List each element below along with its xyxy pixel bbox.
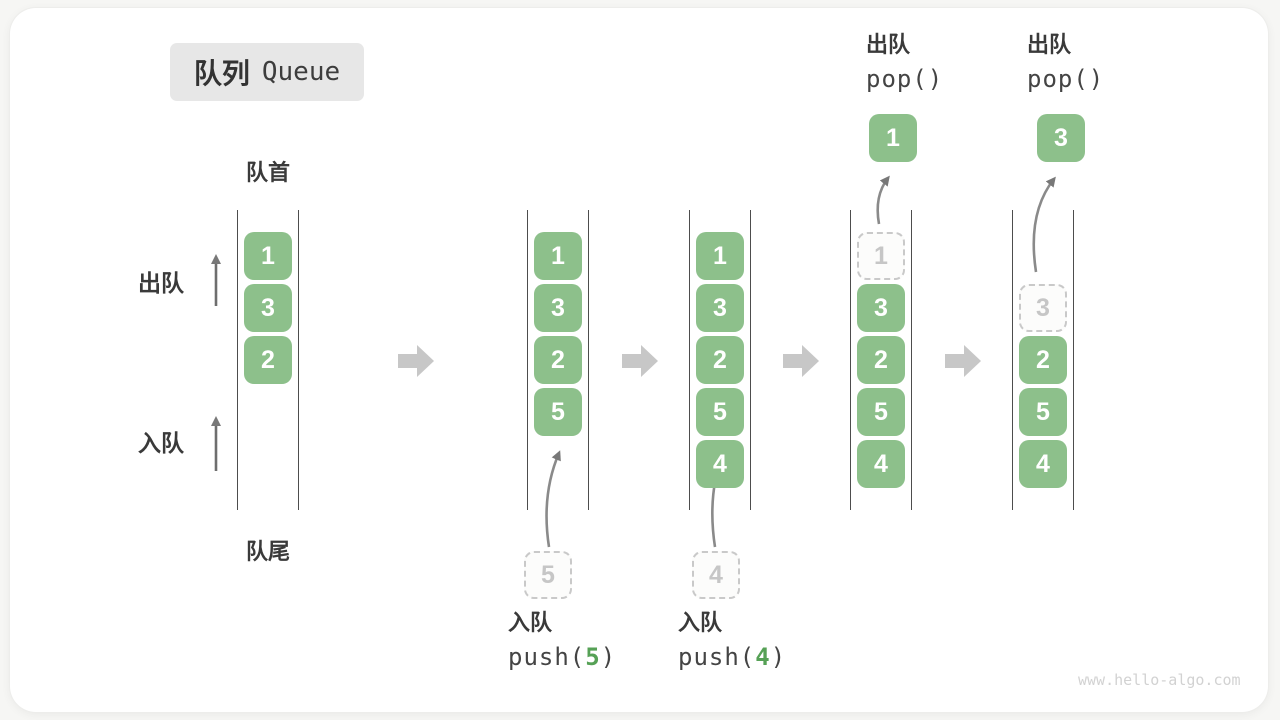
annotation-pop-3-code: pop() <box>1027 65 1105 93</box>
queue-item: 4 <box>1019 440 1067 488</box>
annotation-push-5-code: push(5) <box>508 643 617 671</box>
queue-item: 4 <box>696 440 744 488</box>
queue-item: 1 <box>244 232 292 280</box>
pending-item-4: 4 <box>692 551 740 599</box>
annotation-push-4-code: push(4) <box>678 643 787 671</box>
annotation-push-5-label: 入队 <box>508 610 553 635</box>
queue-item: 2 <box>1019 336 1067 384</box>
pending-item-5: 5 <box>524 551 572 599</box>
annotation-pop-1-code: pop() <box>866 65 944 93</box>
queue-item: 5 <box>534 388 582 436</box>
label-queue-front: 队首 <box>245 160 290 185</box>
queue-column-2 <box>527 210 589 510</box>
title-en: Queue <box>261 57 341 87</box>
title-box: 队列 Queue <box>170 43 364 101</box>
queue-item: 5 <box>696 388 744 436</box>
queue-item: 2 <box>244 336 292 384</box>
popped-item-3: 3 <box>1037 114 1085 162</box>
queue-item: 3 <box>534 284 582 332</box>
queue-item: 2 <box>857 336 905 384</box>
queue-column-1 <box>237 210 299 510</box>
queue-item: 5 <box>857 388 905 436</box>
push-arg: 4 <box>755 643 771 671</box>
annotation-push-4: 入队 push(4) <box>678 610 787 671</box>
annotation-pop-3: 出队 pop() <box>1027 32 1105 93</box>
annotation-push-5: 入队 push(5) <box>508 610 617 671</box>
queue-column-3 <box>689 210 751 510</box>
popped-item-1: 1 <box>869 114 917 162</box>
push-arg: 5 <box>585 643 601 671</box>
queue-item: 1 <box>696 232 744 280</box>
label-enqueue-left: 入队 <box>138 430 184 456</box>
queue-item: 5 <box>1019 388 1067 436</box>
watermark: www.hello-algo.com <box>1078 671 1241 689</box>
queue-item: 3 <box>696 284 744 332</box>
removed-item-ghost: 3 <box>1019 284 1067 332</box>
queue-item: 2 <box>696 336 744 384</box>
label-queue-rear: 队尾 <box>245 539 290 564</box>
queue-column-5 <box>1012 210 1074 510</box>
figure-card <box>10 8 1268 712</box>
queue-item: 4 <box>857 440 905 488</box>
annotation-pop-1-label: 出队 <box>866 32 911 57</box>
annotation-push-4-label: 入队 <box>678 610 723 635</box>
annotation-pop-3-label: 出队 <box>1027 32 1072 57</box>
label-dequeue-left: 出队 <box>138 270 184 296</box>
queue-item: 2 <box>534 336 582 384</box>
queue-item: 3 <box>244 284 292 332</box>
title-zh: 队列 <box>193 58 250 89</box>
removed-item-ghost: 1 <box>857 232 905 280</box>
queue-column-4 <box>850 210 912 510</box>
queue-item: 1 <box>534 232 582 280</box>
annotation-pop-1: 出队 pop() <box>866 32 944 93</box>
queue-item: 3 <box>857 284 905 332</box>
